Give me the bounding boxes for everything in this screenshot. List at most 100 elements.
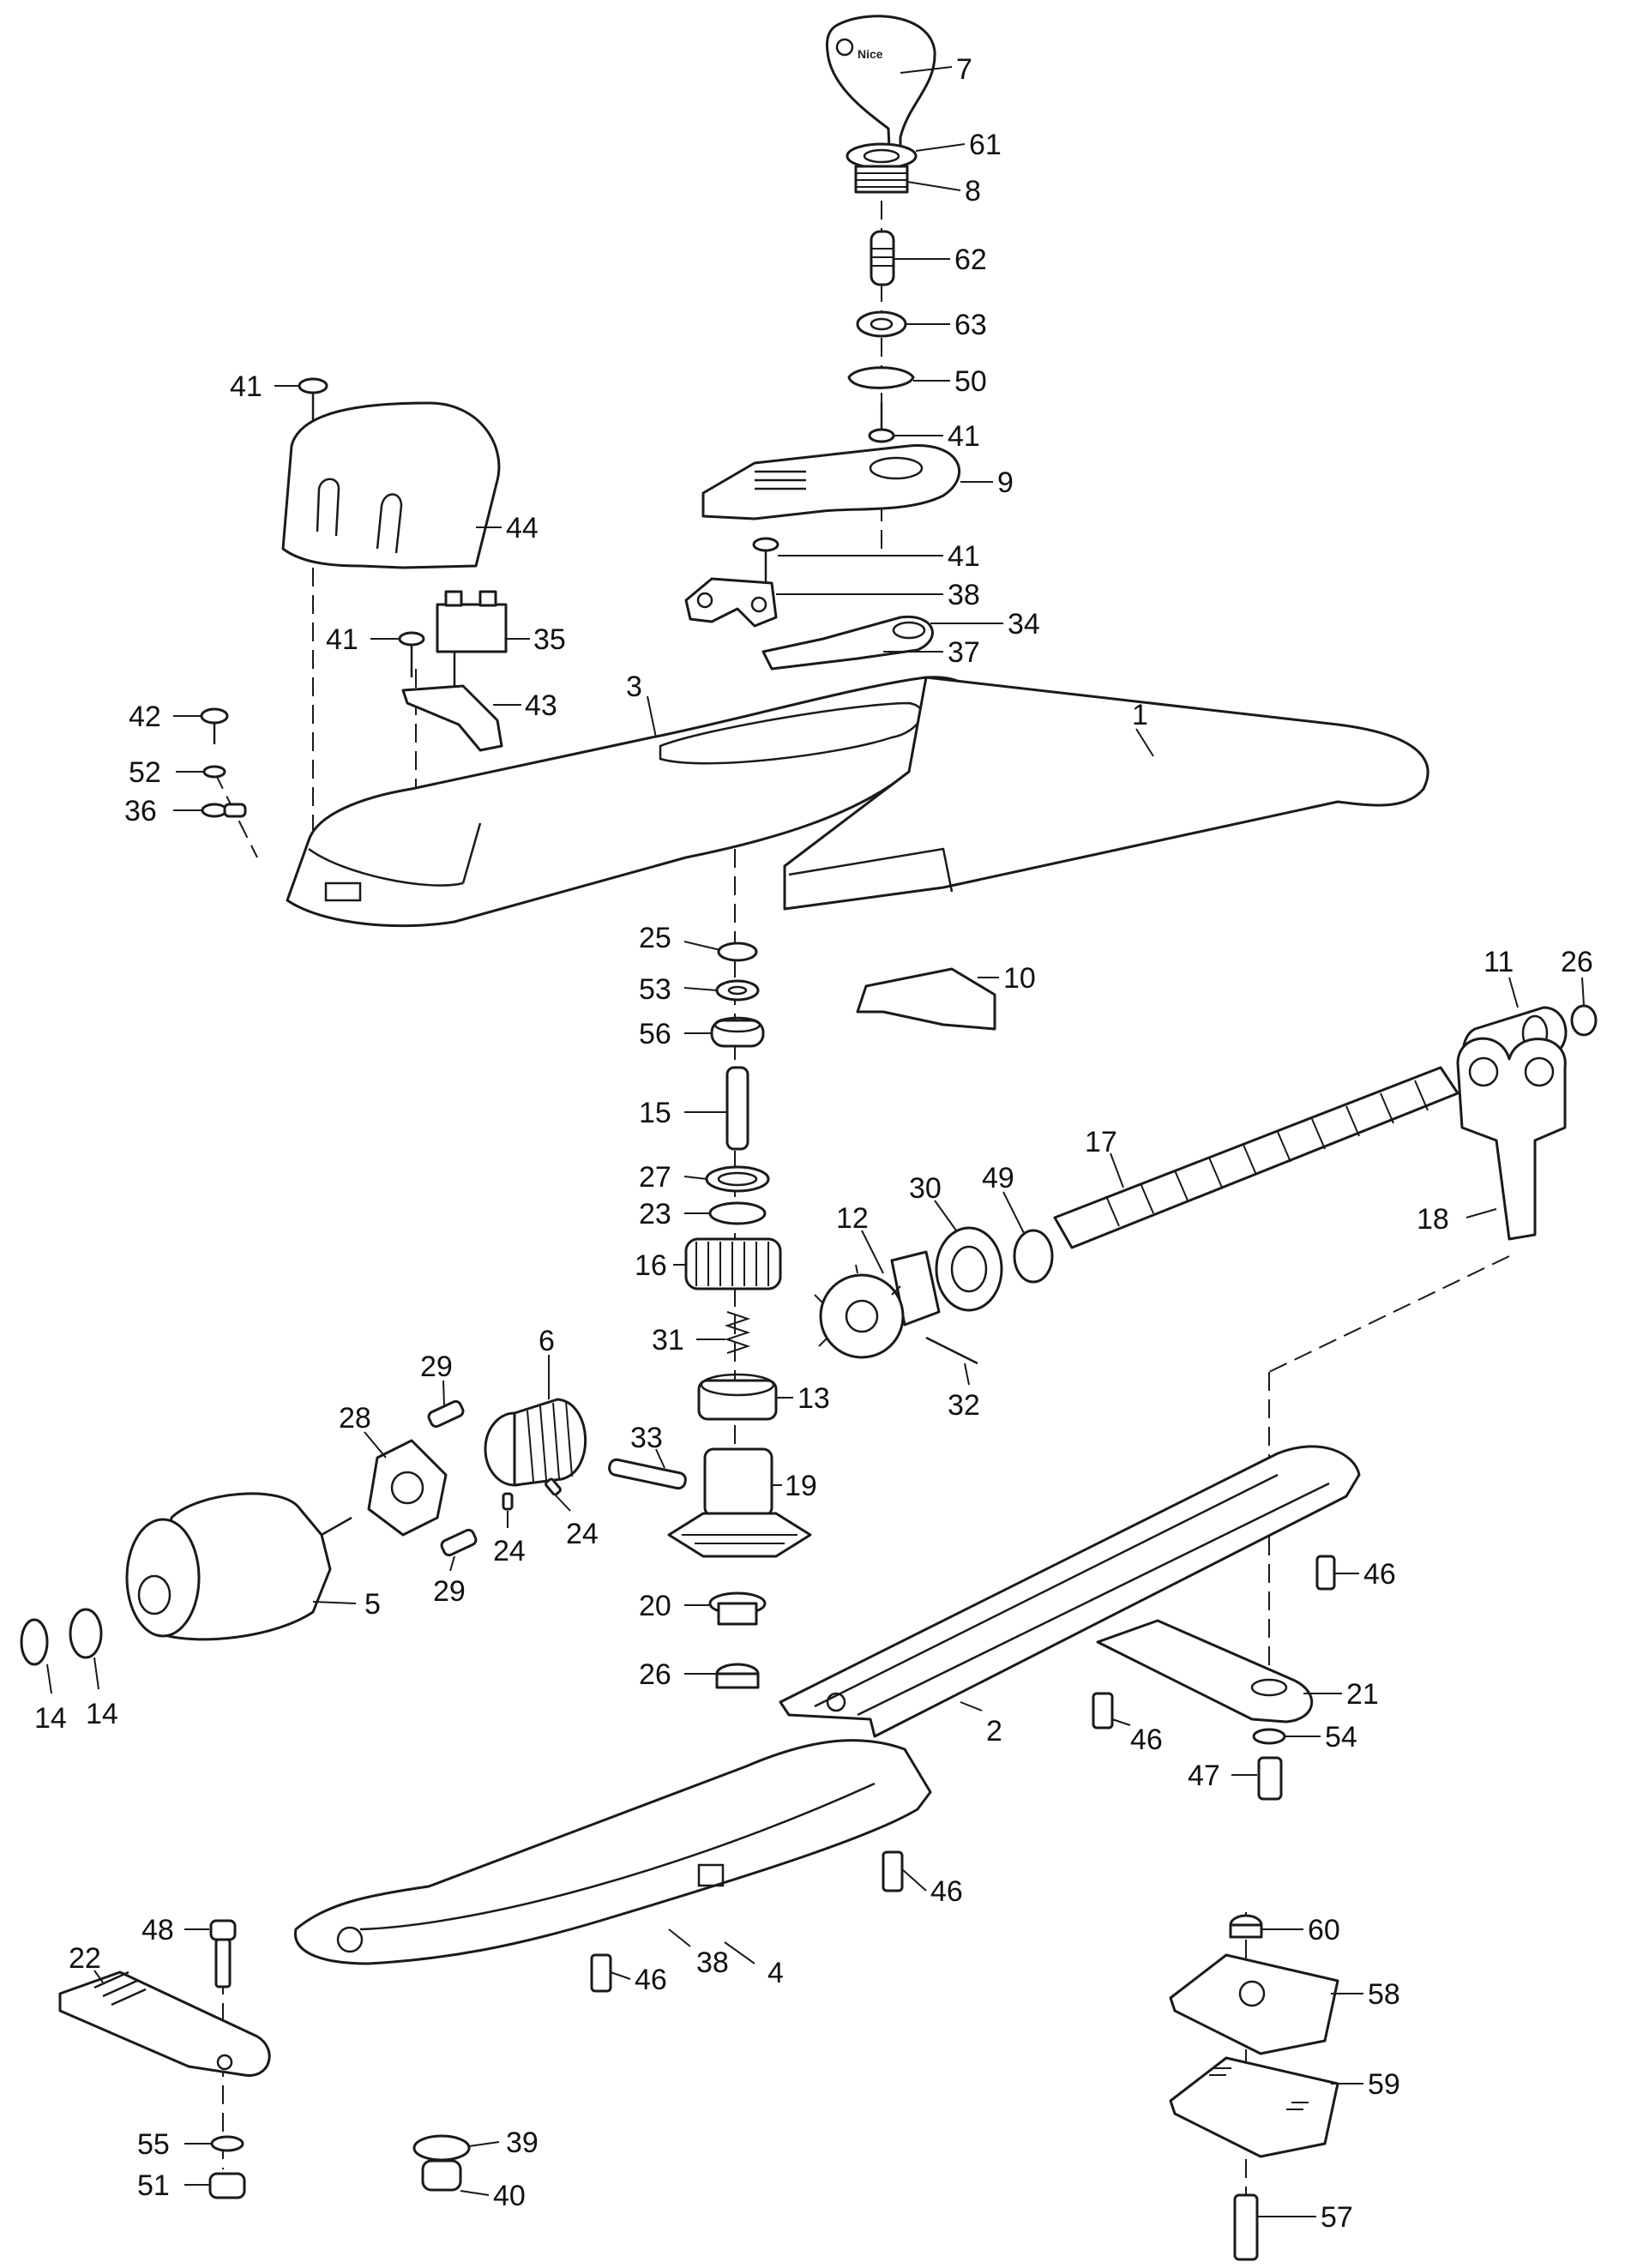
label-5: 5 bbox=[364, 1588, 381, 1621]
callout-15: 15 bbox=[639, 1097, 727, 1129]
plug-61-8 bbox=[846, 142, 918, 194]
label-46d: 46 bbox=[635, 1964, 667, 1996]
screw-42-washer-52-36 bbox=[200, 707, 247, 818]
oring-14a bbox=[20, 1618, 49, 1666]
nut-60 bbox=[1229, 1914, 1263, 1939]
callout-11: 11 bbox=[1484, 946, 1519, 1008]
label-19: 19 bbox=[785, 1470, 817, 1502]
label-12: 12 bbox=[836, 1202, 869, 1235]
callout-62: 62 bbox=[894, 244, 987, 276]
callout-46b: 46 bbox=[1111, 1718, 1163, 1756]
label-2: 2 bbox=[986, 1715, 1002, 1748]
callout-41d: 41 bbox=[326, 623, 400, 656]
spring-31 bbox=[724, 1311, 751, 1354]
callout-24b: 24 bbox=[555, 1495, 599, 1550]
pin-33 bbox=[608, 1458, 687, 1490]
label-36: 36 bbox=[124, 795, 157, 827]
base-4 bbox=[294, 1739, 932, 1965]
block-58 bbox=[1169, 1953, 1339, 2055]
label-33: 33 bbox=[630, 1422, 663, 1454]
label-16: 16 bbox=[635, 1249, 667, 1282]
shaft-15 bbox=[725, 1066, 749, 1151]
label-57: 57 bbox=[1321, 2201, 1353, 2234]
callout-1: 1 bbox=[1132, 699, 1154, 757]
washer-55 bbox=[210, 2135, 244, 2152]
callout-19: 19 bbox=[772, 1470, 817, 1502]
pin-24a bbox=[502, 1492, 514, 1511]
callout-38b: 38 bbox=[668, 1928, 729, 1979]
brand-logo: Nice bbox=[858, 47, 883, 61]
callout-46a: 46 bbox=[1334, 1558, 1396, 1591]
screw-41a bbox=[868, 403, 895, 443]
bevel-gear-19 bbox=[667, 1447, 812, 1558]
callout-25: 25 bbox=[639, 922, 721, 954]
callout-56: 56 bbox=[639, 1018, 712, 1050]
callout-46d: 46 bbox=[610, 1964, 667, 1996]
callout-57: 57 bbox=[1257, 2201, 1353, 2234]
clamp-59 bbox=[1169, 2056, 1339, 2158]
washer-54 bbox=[1252, 1728, 1286, 1745]
label-14b: 14 bbox=[86, 1698, 118, 1730]
label-3: 3 bbox=[626, 671, 642, 703]
screw-57 bbox=[1233, 2193, 1259, 2261]
label-46a: 46 bbox=[1363, 1558, 1396, 1591]
callout-36: 36 bbox=[124, 795, 202, 827]
label-25: 25 bbox=[639, 922, 671, 954]
label-38a: 38 bbox=[948, 579, 980, 611]
washer-53 bbox=[715, 979, 760, 1002]
label-31: 31 bbox=[652, 1324, 684, 1357]
label-52: 52 bbox=[129, 756, 161, 789]
label-11: 11 bbox=[1484, 946, 1514, 978]
plug-39-40 bbox=[412, 2134, 471, 2192]
label-15: 15 bbox=[639, 1097, 671, 1129]
callout-33: 33 bbox=[630, 1422, 665, 1469]
label-35: 35 bbox=[533, 623, 566, 656]
callout-2: 2 bbox=[960, 1701, 1002, 1748]
callout-35: 35 bbox=[506, 623, 566, 656]
label-38b: 38 bbox=[696, 1946, 729, 1979]
label-39: 39 bbox=[506, 2127, 539, 2159]
bracket-38 bbox=[684, 577, 778, 628]
label-22: 22 bbox=[69, 1942, 101, 1975]
label-54: 54 bbox=[1325, 1721, 1357, 1754]
label-47: 47 bbox=[1188, 1760, 1220, 1792]
bracket-10 bbox=[856, 967, 996, 1031]
label-61: 61 bbox=[969, 129, 1002, 161]
screw-47 bbox=[1257, 1756, 1283, 1801]
bushing-13 bbox=[697, 1373, 778, 1421]
pin-62 bbox=[870, 230, 895, 286]
label-26a: 26 bbox=[1561, 946, 1593, 978]
callout-6: 6 bbox=[539, 1325, 555, 1399]
motor-5 bbox=[125, 1492, 352, 1641]
screw-29a bbox=[427, 1399, 465, 1429]
label-29a: 29 bbox=[420, 1351, 453, 1383]
bearing-49 bbox=[1013, 1229, 1054, 1284]
worm-screw-17 bbox=[1053, 1066, 1459, 1249]
callout-8: 8 bbox=[906, 175, 981, 208]
label-21: 21 bbox=[1346, 1678, 1379, 1711]
label-49: 49 bbox=[982, 1162, 1014, 1194]
callout-54: 54 bbox=[1285, 1721, 1357, 1754]
screw-46c bbox=[882, 1850, 904, 1892]
label-48: 48 bbox=[141, 1914, 174, 1946]
nut-51 bbox=[208, 2172, 246, 2199]
callout-30: 30 bbox=[909, 1172, 957, 1231]
callout-63: 63 bbox=[906, 309, 987, 341]
label-23: 23 bbox=[639, 1198, 671, 1230]
lever-34-37 bbox=[761, 615, 934, 671]
label-29b: 29 bbox=[433, 1575, 466, 1608]
callout-32: 32 bbox=[948, 1363, 980, 1422]
callout-4: 4 bbox=[724, 1941, 784, 1989]
bevel-gear-12 bbox=[814, 1250, 941, 1359]
label-14a: 14 bbox=[34, 1702, 67, 1735]
label-37: 37 bbox=[948, 636, 980, 669]
label-41b: 41 bbox=[948, 540, 980, 573]
callout-37: 37 bbox=[883, 636, 980, 669]
label-8: 8 bbox=[965, 175, 981, 208]
screw-46b bbox=[1092, 1692, 1114, 1730]
screw-41c bbox=[298, 377, 328, 420]
callout-21: 21 bbox=[1303, 1678, 1379, 1711]
label-55: 55 bbox=[137, 2128, 170, 2161]
callout-7: 7 bbox=[900, 53, 972, 86]
callout-59: 59 bbox=[1331, 2068, 1400, 2101]
